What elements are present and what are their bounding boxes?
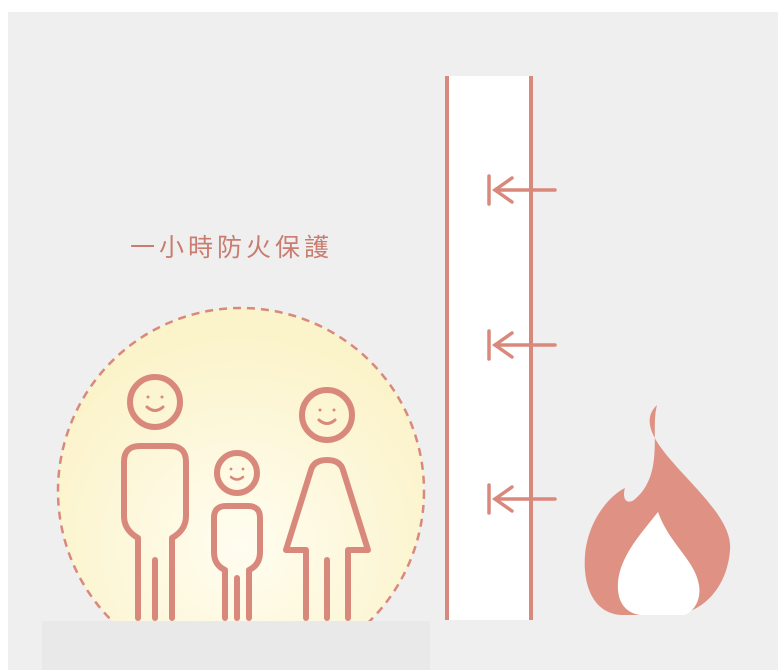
- family-icon: [121, 374, 371, 621]
- protection-caption: 一小時防火保護: [130, 233, 334, 262]
- adult-icon: [121, 374, 189, 621]
- flame-icon: [584, 405, 731, 615]
- adult-female-icon: [283, 387, 371, 621]
- arrow-left-icon: [487, 174, 557, 206]
- arrow-left-icon: [487, 483, 557, 515]
- protected-zone: [56, 306, 426, 621]
- arrow-left-icon: [487, 329, 557, 361]
- child-icon: [211, 450, 263, 621]
- heat-arrows: [487, 174, 557, 515]
- floor-strip: [42, 621, 430, 670]
